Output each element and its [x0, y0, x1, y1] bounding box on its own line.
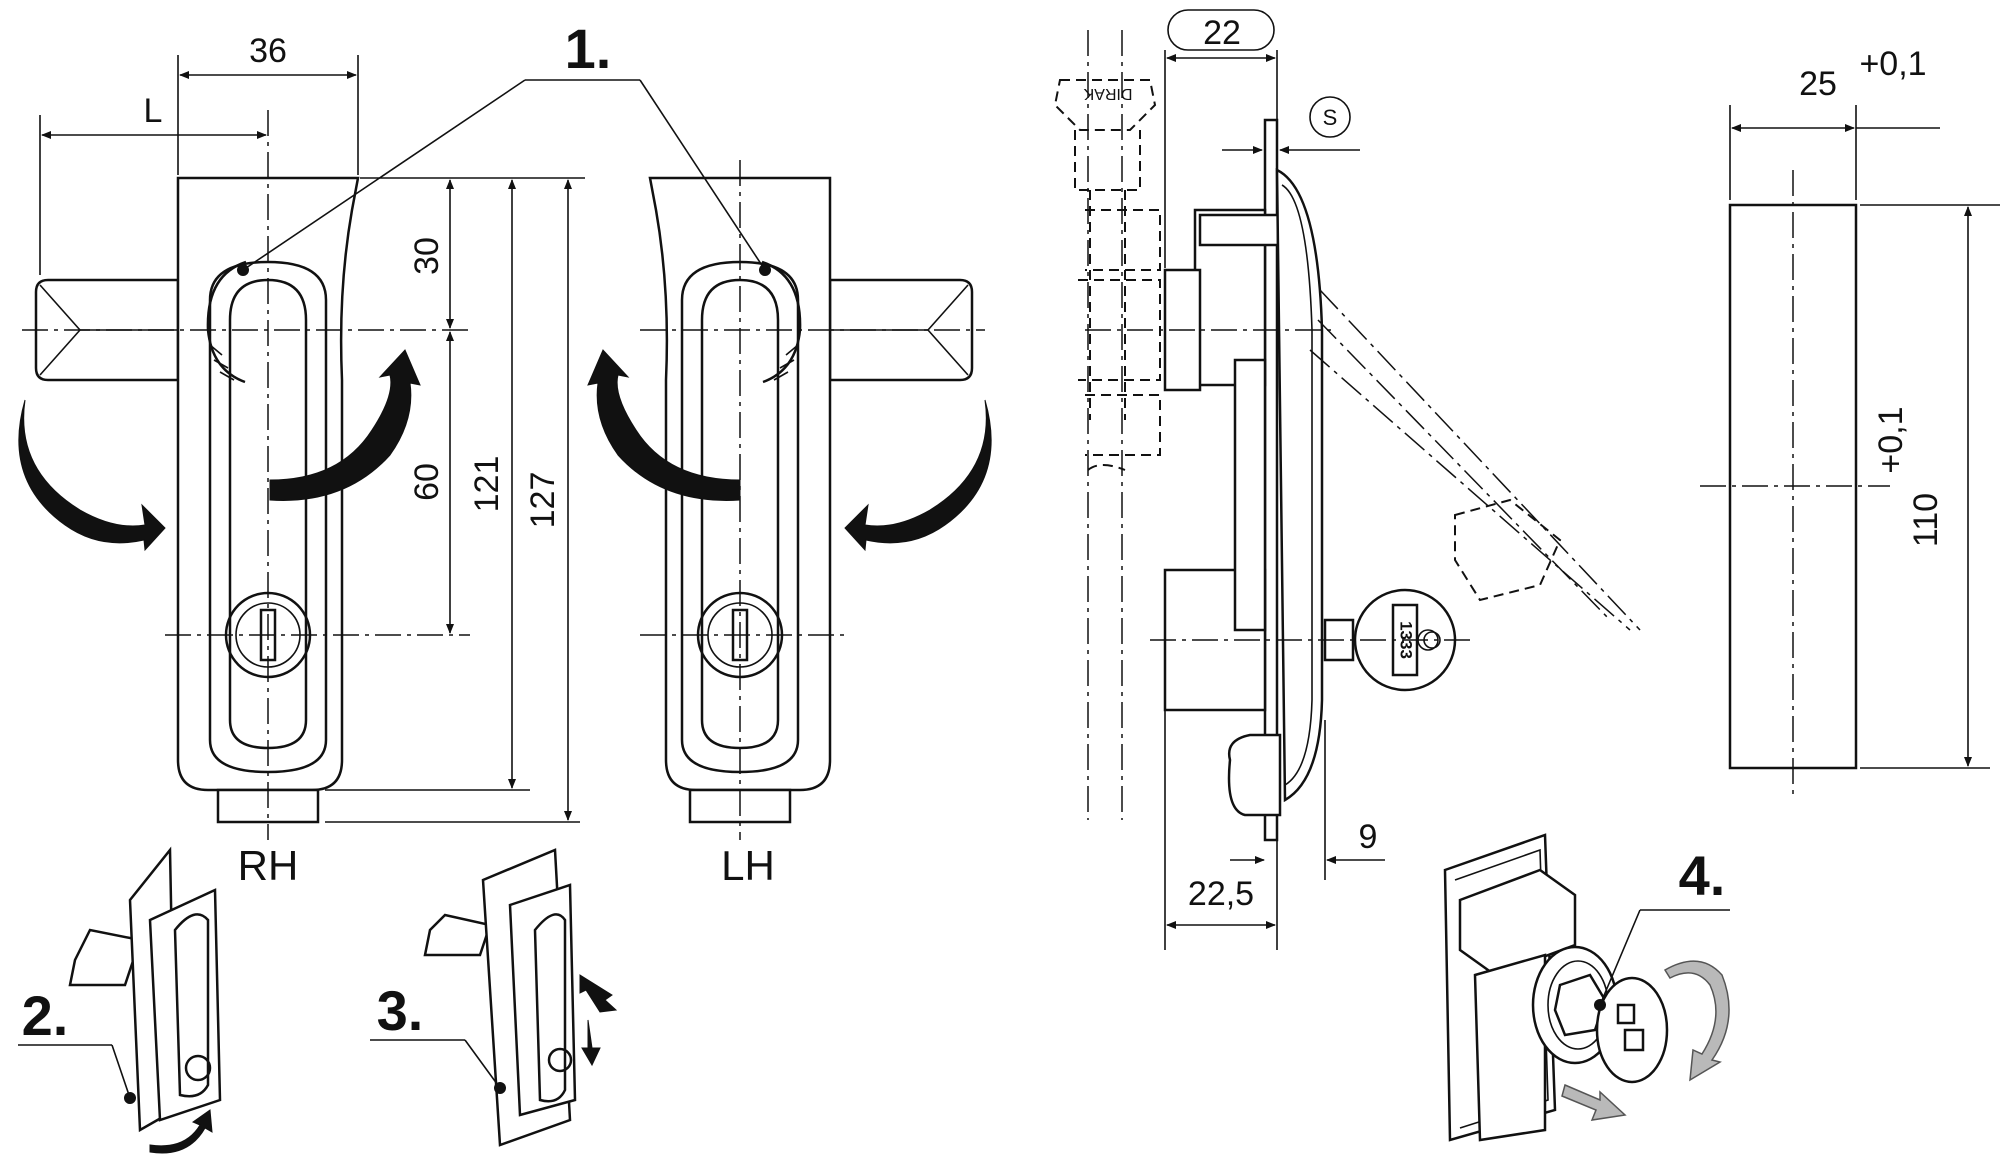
dim-22-5-label: 22,5 [1188, 875, 1254, 913]
rh-rotate-arrow-right [269, 349, 421, 501]
label-rh: RH [238, 842, 299, 889]
rh-rotate-arrow-left [18, 399, 166, 552]
dim-22-label: 22 [1203, 14, 1241, 52]
rh-handle-front-view [22, 110, 470, 840]
lh-rotate-arrow-left [587, 349, 741, 501]
label-lh: LH [721, 842, 775, 889]
lh-rotate-arrow-right [844, 399, 992, 552]
rotate-arrow-gray-bottom [1561, 1083, 1627, 1121]
iso-view-2 [18, 846, 222, 1154]
callout-1: 1. [565, 17, 612, 80]
side-dimensions [1164, 9, 1385, 950]
callout-4: 4. [1679, 844, 1726, 907]
dim-60-label: 60 [408, 463, 446, 501]
iso-view-4 [1443, 833, 1730, 1142]
cutout-height-base: 110 [1907, 493, 1945, 547]
dim-30-label: 30 [408, 237, 446, 275]
iso-view-3 [370, 848, 618, 1147]
dim-s-label: S [1323, 105, 1338, 130]
cutout-view [1700, 105, 2000, 800]
side-view [1053, 30, 1641, 842]
cutout-width-tol: +0,1 [1859, 45, 1926, 83]
front-dimensions [39, 55, 585, 823]
cutout-width-base: 25 [1799, 65, 1837, 103]
dim-9-label: 9 [1359, 818, 1378, 856]
rotate-arrow-gray-top [1663, 960, 1730, 1082]
callout-3: 3. [377, 979, 424, 1042]
cutout-height-tol: +0,1 [1872, 406, 1910, 473]
key-number: 1333 [1397, 621, 1416, 659]
dim-L-label: L [144, 92, 163, 130]
rh-body-outline [176, 176, 360, 792]
brand-text: DIRAK [1083, 85, 1132, 102]
dim-127-label: 127 [524, 472, 562, 529]
dim-36-label: 36 [249, 32, 287, 70]
lh-handle-front-view [640, 160, 985, 840]
dim-121-label: 121 [468, 456, 506, 513]
callout-2: 2. [22, 984, 69, 1047]
